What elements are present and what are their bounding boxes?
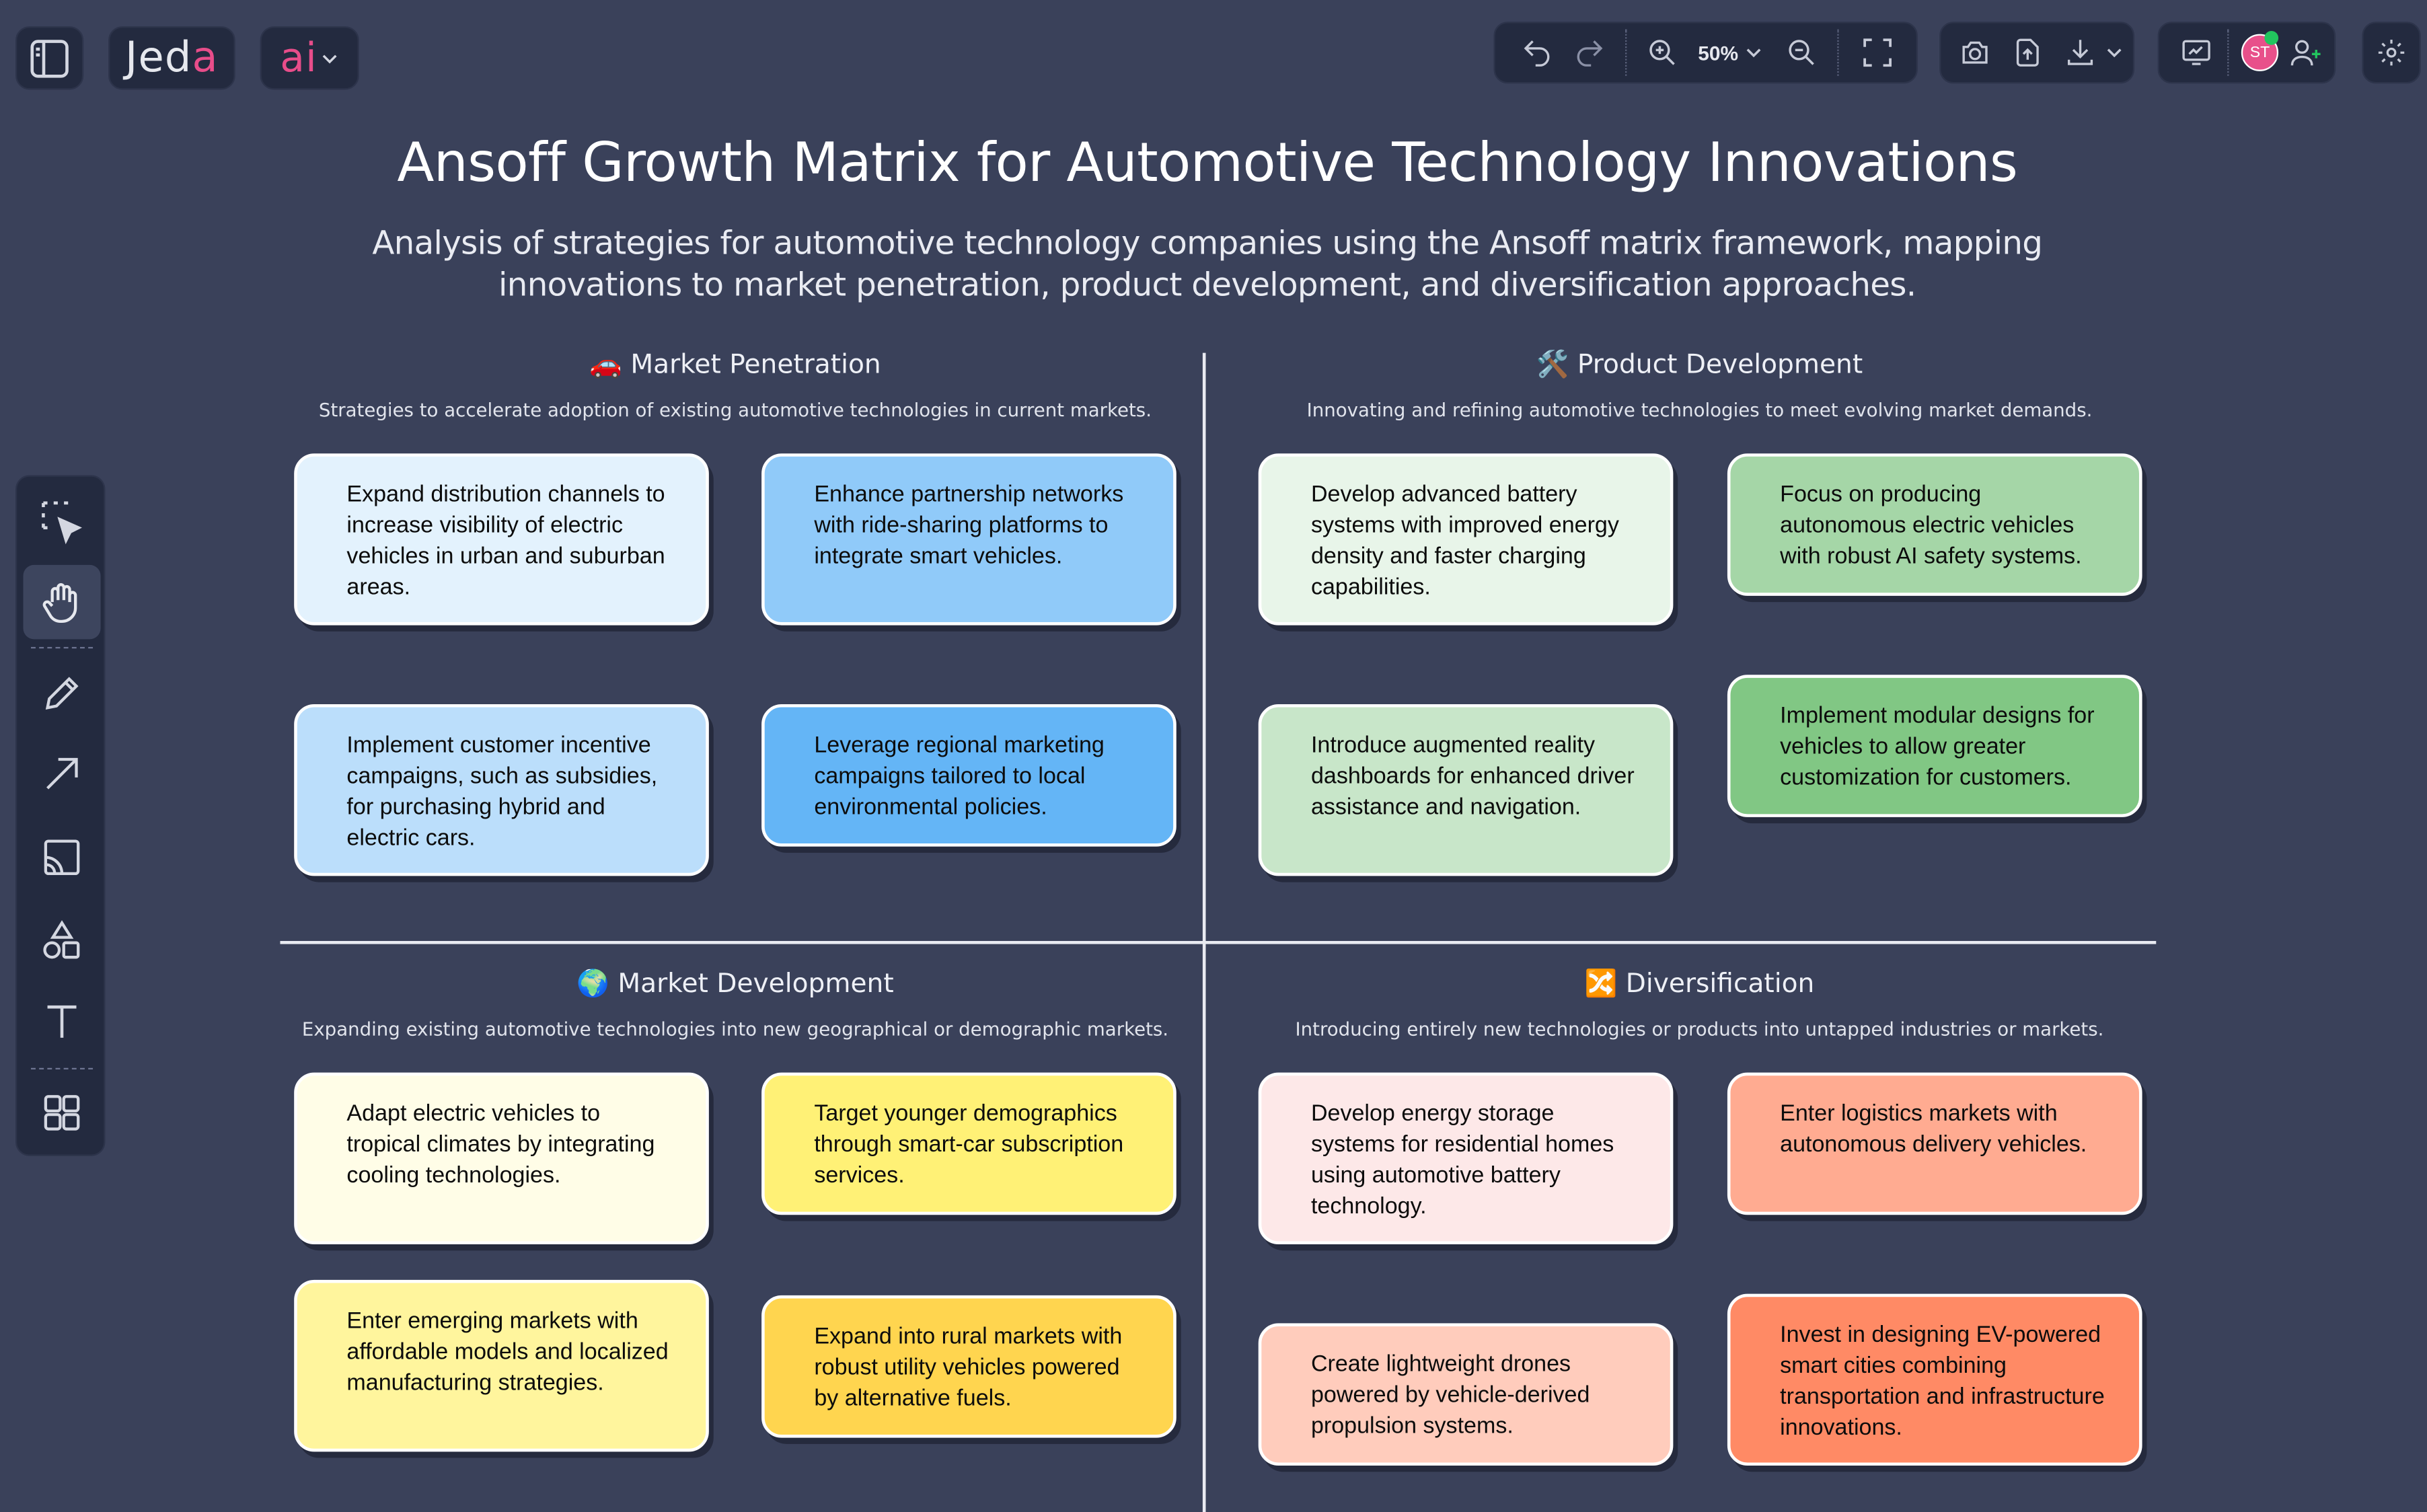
sidebar-toggle-button[interactable] [15, 26, 84, 90]
hand-icon [39, 579, 85, 626]
pencil-icon [40, 672, 83, 715]
redo-icon[interactable] [1569, 36, 1610, 70]
quadrant-header-product-development[interactable]: 🛠️ Product Development Innovating and re… [1259, 350, 2141, 421]
zoom-chevron-down-icon[interactable] [1744, 43, 1763, 62]
toolbar-divider [2227, 29, 2229, 76]
matrix-horizontal-axis[interactable] [280, 941, 2157, 944]
shuffle-icon: 🔀 [1584, 969, 1618, 1000]
quadrant-title: 🚗 Market Penetration [589, 350, 881, 381]
presentation-icon[interactable] [2178, 36, 2215, 70]
quadrant-title: 🔀 Diversification [1584, 969, 1815, 1000]
templates-tool[interactable] [24, 1075, 101, 1149]
quadrant-description: Strategies to accelerate adoption of exi… [318, 399, 1152, 421]
jeda-logo[interactable]: Jeda [108, 26, 235, 90]
quadrant-description: Expanding existing automotive technologi… [301, 1018, 1169, 1041]
toolbar-divider [1625, 29, 1627, 76]
download-icon[interactable] [2062, 36, 2099, 70]
fit-screen-icon[interactable] [1857, 36, 1898, 70]
share-upload-icon[interactable] [2009, 36, 2046, 70]
strategy-card[interactable]: Enter emerging markets with affordable m… [294, 1279, 709, 1452]
matrix-vertical-axis[interactable] [1202, 352, 1206, 1512]
user-avatar[interactable]: ST [2241, 31, 2279, 71]
strategy-card[interactable]: Target younger demographics through smar… [761, 1072, 1177, 1215]
download-chevron-down-icon[interactable] [2105, 43, 2124, 62]
strategy-card[interactable]: Adapt electric vehicles to tropical clim… [294, 1072, 709, 1245]
palette-divider [31, 646, 94, 649]
strategy-card[interactable]: Focus on producing autonomous electric v… [1727, 453, 2142, 596]
arrow-icon [40, 752, 83, 795]
zoom-out-icon[interactable] [1782, 37, 1822, 68]
globe-icon: 🌍 [576, 969, 609, 1000]
zoom-in-icon[interactable] [1642, 37, 1682, 68]
camera-icon[interactable] [1956, 36, 1993, 70]
palette-divider [31, 1067, 94, 1069]
text-icon [40, 999, 83, 1043]
image-icon [40, 836, 83, 879]
shapes-icon [40, 919, 83, 962]
shapes-tool[interactable] [24, 904, 101, 978]
strategy-card[interactable]: Develop advanced battery systems with im… [1258, 453, 1674, 626]
quadrant-header-market-development[interactable]: 🌍 Market Development Expanding existing … [294, 969, 1177, 1040]
quadrant-description: Introducing entirely new technologies or… [1295, 1018, 2104, 1041]
online-status-dot [2264, 31, 2279, 45]
grid-icon [40, 1091, 83, 1134]
quadrant-description: Innovating and refining automotive techn… [1306, 399, 2093, 421]
image-tool[interactable] [24, 821, 101, 895]
strategy-card[interactable]: Invest in designing EV-powered smart cit… [1727, 1293, 2142, 1466]
toolbar-divider [1837, 29, 1839, 76]
hand-tool[interactable] [23, 564, 101, 640]
strategy-card[interactable]: Leverage regional marketing campaigns ta… [761, 704, 1177, 847]
logo-text: Jeda [125, 34, 219, 82]
quadrant-header-diversification[interactable]: 🔀 Diversification Introducing entirely n… [1259, 969, 2141, 1040]
undo-icon[interactable] [1517, 36, 1557, 70]
export-toolbar [1939, 22, 2135, 84]
strategy-card[interactable]: Implement customer incentive campaigns, … [294, 704, 709, 876]
strategy-card[interactable]: Implement modular designs for vehicles t… [1727, 675, 2142, 817]
quadrant-title: 🛠️ Product Development [1536, 350, 1863, 381]
strategy-card[interactable]: Introduce augmented reality dashboards f… [1258, 704, 1674, 876]
car-icon: 🚗 [589, 350, 622, 381]
history-zoom-toolbar: 50% [1493, 22, 1918, 84]
add-user-icon[interactable] [2288, 36, 2325, 70]
strategy-card[interactable]: Develop energy storage systems for resid… [1258, 1072, 1674, 1245]
quadrant-title: 🌍 Market Development [576, 969, 894, 1000]
selection-cursor-icon [37, 497, 87, 547]
diagram-subtitle[interactable]: Analysis of strategies for automotive te… [372, 224, 2043, 303]
settings-button[interactable] [2362, 22, 2421, 84]
strategy-card[interactable]: Create lightweight drones powered by veh… [1258, 1323, 1674, 1466]
pencil-tool[interactable] [24, 656, 101, 730]
ai-menu-button[interactable]: ai [260, 26, 359, 90]
sidebar-panel-icon [26, 35, 73, 81]
text-tool[interactable] [24, 984, 101, 1058]
select-tool[interactable] [24, 484, 101, 558]
diagram-title[interactable]: Ansoff Growth Matrix for Automotive Tech… [397, 133, 2018, 195]
avatar-initials: ST [2249, 44, 2270, 61]
zoom-level[interactable]: 50% [1698, 40, 1739, 65]
collaboration-toolbar: ST [2157, 22, 2336, 84]
chevron-down-icon [320, 48, 339, 67]
tools-icon: 🛠️ [1536, 350, 1569, 381]
ai-label: ai [280, 34, 318, 81]
tool-palette [15, 475, 106, 1156]
strategy-card[interactable]: Expand into rural markets with robust ut… [761, 1295, 1177, 1438]
quadrant-header-market-penetration[interactable]: 🚗 Market Penetration Strategies to accel… [294, 350, 1177, 421]
gear-icon [2376, 37, 2407, 68]
strategy-card[interactable]: Enter logistics markets with autonomous … [1727, 1072, 2142, 1215]
arrow-tool[interactable] [24, 736, 101, 810]
strategy-card[interactable]: Expand distribution channels to increase… [294, 453, 709, 626]
strategy-card[interactable]: Enhance partnership networks with ride-s… [761, 453, 1177, 626]
